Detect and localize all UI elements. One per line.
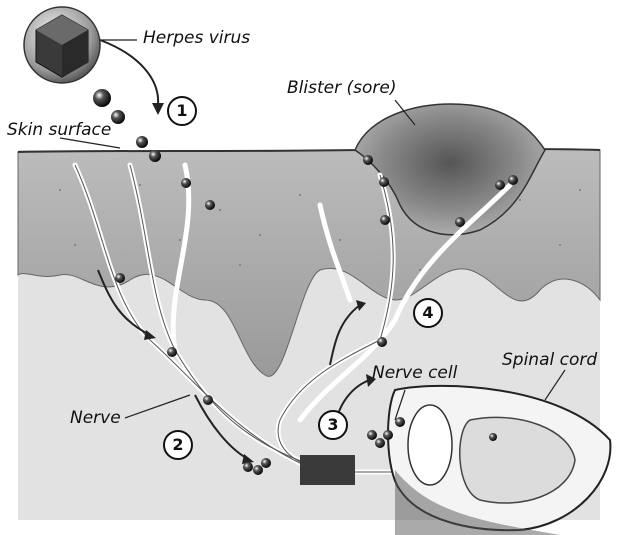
step-1-marker: 1 [167, 96, 197, 126]
nerve-cell-label: Nerve cell [372, 365, 457, 382]
spinal-cord-label: Spinal cord [502, 352, 597, 369]
skin-surface-label: Skin surface [7, 122, 111, 139]
nerve-label: Nerve [70, 410, 121, 427]
herpes-virus-label: Herpes virus [143, 30, 250, 47]
nerve-root [300, 455, 355, 485]
step-2-marker: 2 [163, 430, 193, 460]
blister-label: Blister (sore) [287, 80, 396, 97]
herpes-virus-icon [24, 7, 100, 83]
step-3-marker: 3 [318, 410, 348, 440]
step-4-marker: 4 [413, 298, 443, 328]
